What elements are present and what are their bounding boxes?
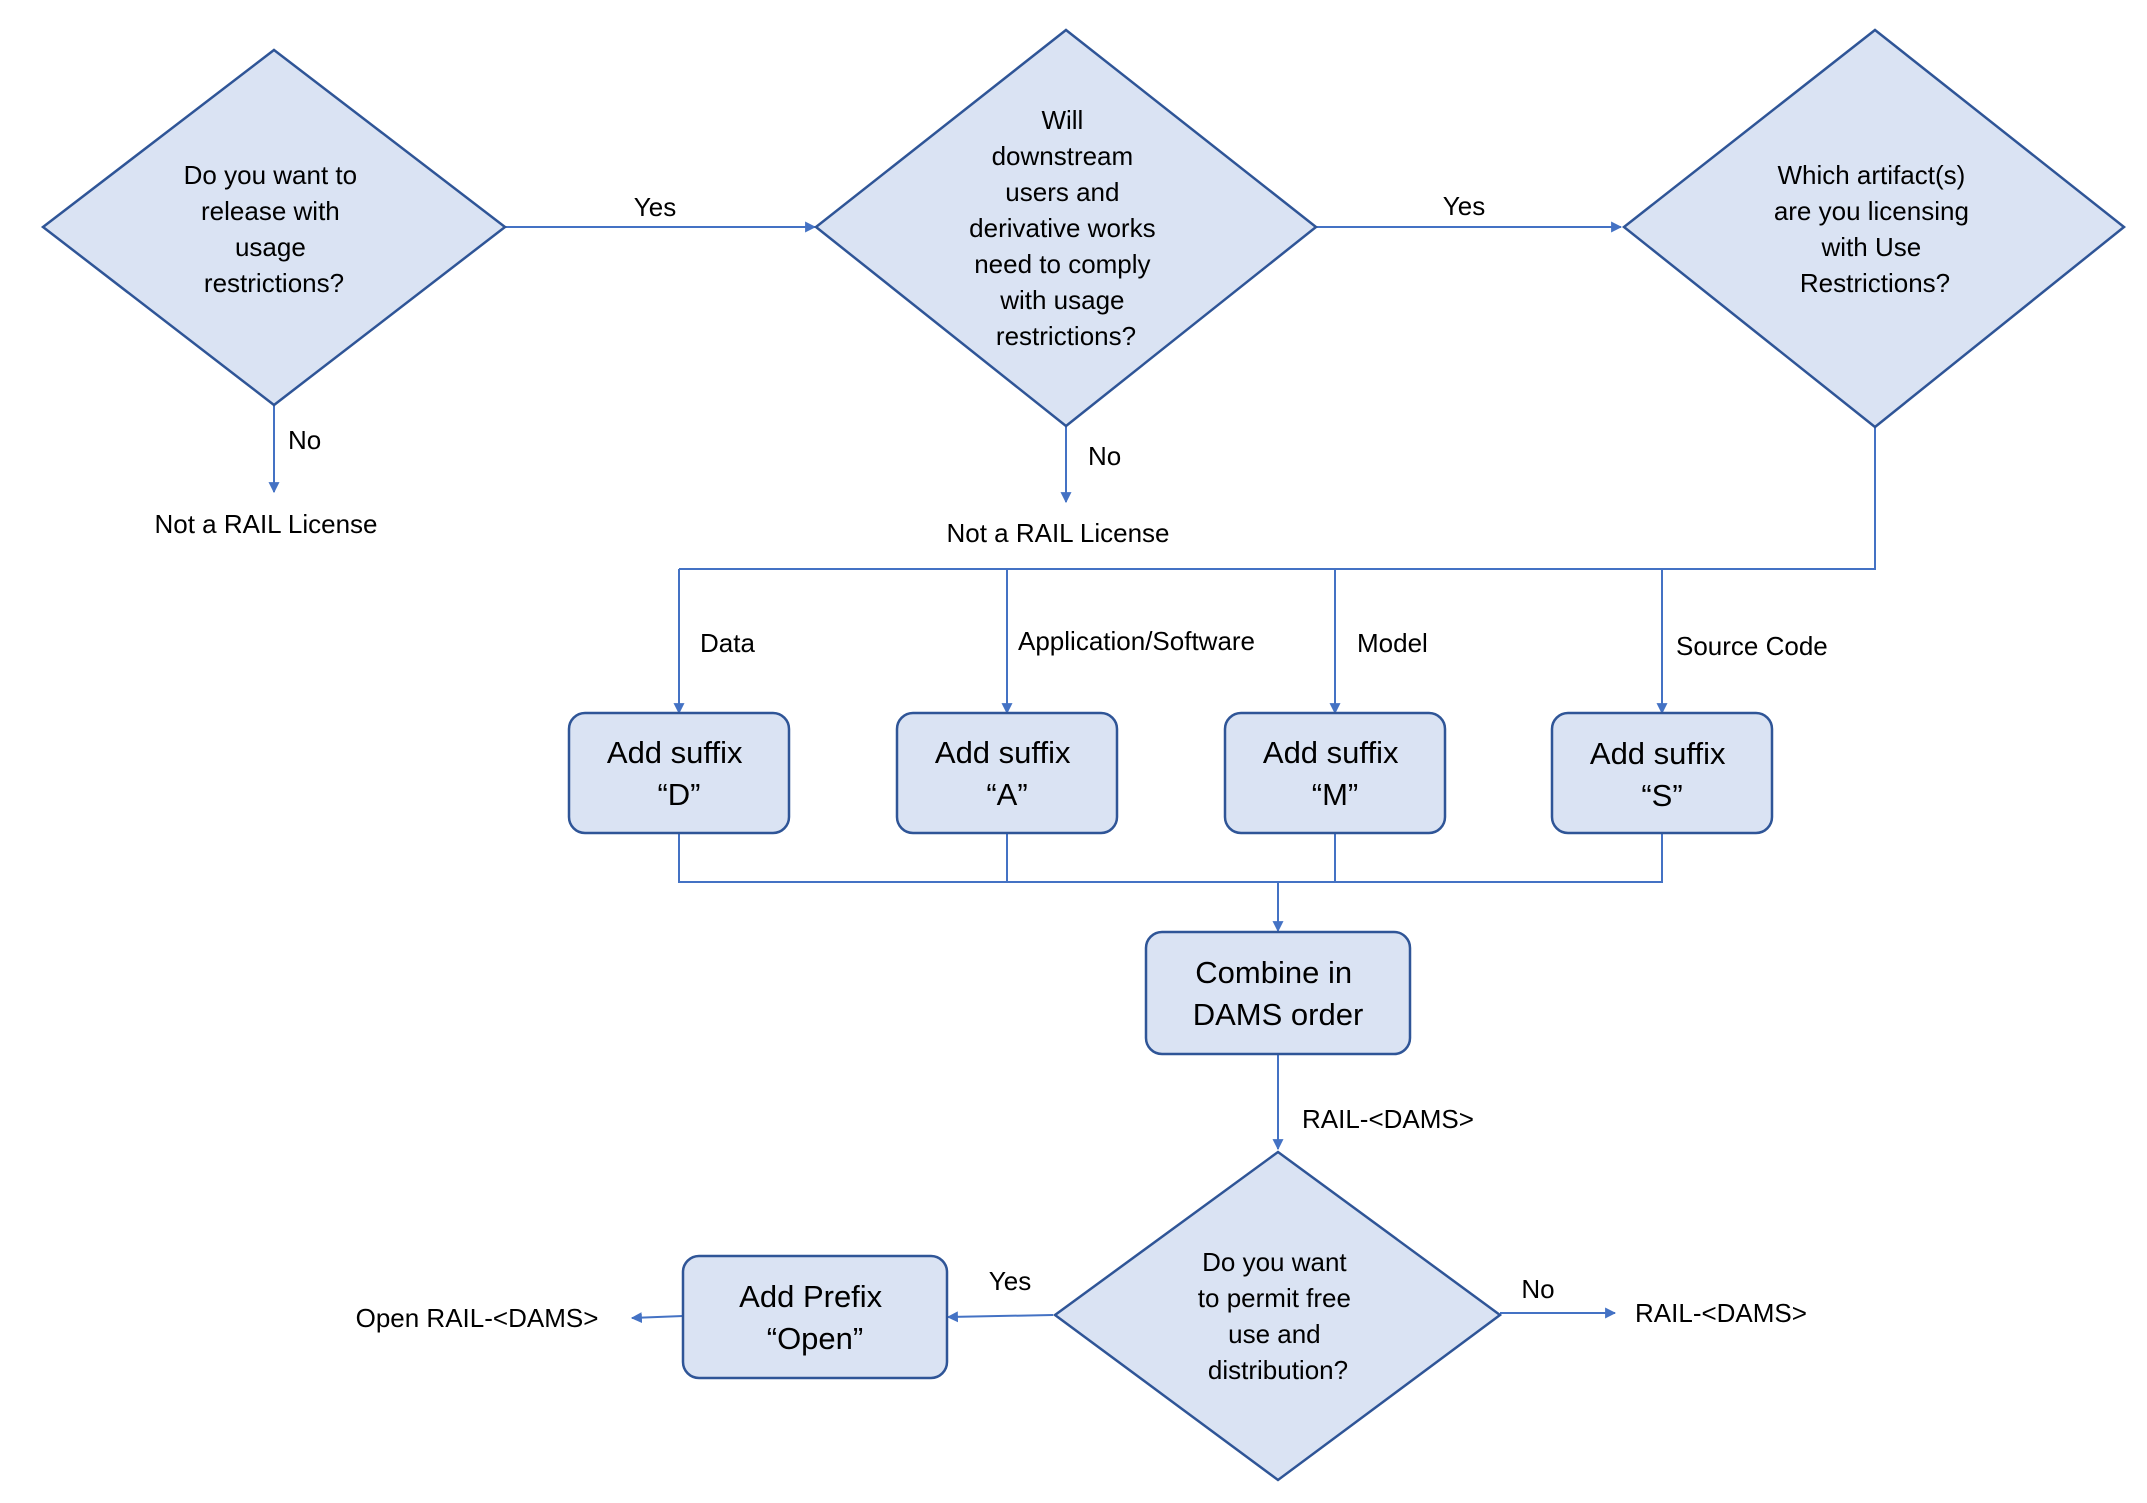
outcomes: Not a RAIL License Not a RAIL License RA… — [154, 509, 1807, 1333]
edge-label-source-code: Source Code — [1676, 631, 1828, 661]
decision-line: users and — [1005, 177, 1119, 207]
process-line: “D” — [657, 777, 700, 812]
edge-label-d4-yes: Yes — [989, 1266, 1031, 1296]
decision-diamond — [40, 48, 508, 407]
process-box — [895, 711, 1119, 835]
process-box — [567, 711, 791, 835]
connector-d4-yes — [946, 1311, 1054, 1323]
decision-line: derivative works — [969, 213, 1155, 243]
process-text: Add Prefix “Open” — [739, 1279, 891, 1356]
process-suffix-m: Add suffix “M” — [1223, 711, 1447, 835]
process-suffix-s: Add suffix “S” — [1550, 711, 1774, 835]
process-box — [1550, 711, 1774, 835]
process-box — [1223, 711, 1447, 835]
outcome-not-rail-2: Not a RAIL License — [946, 518, 1169, 548]
process-line: Combine in — [1195, 955, 1352, 990]
process-line: Add suffix — [935, 735, 1071, 770]
decision-line: use and — [1228, 1319, 1321, 1349]
process-text: Add suffix “A” — [935, 735, 1079, 812]
process-text: Add suffix “S” — [1590, 736, 1734, 813]
decision-line: release with — [201, 196, 340, 226]
process-line: Add suffix — [607, 735, 743, 770]
decision-line: usage — [235, 232, 306, 262]
process-add-prefix: Add Prefix “Open” — [681, 1254, 949, 1380]
process-line: Add Prefix — [739, 1279, 883, 1314]
decision-line: distribution? — [1208, 1355, 1348, 1385]
process-text: Add suffix “D” — [607, 735, 751, 812]
process-line: DAMS order — [1193, 997, 1364, 1032]
connector-prefix-out — [630, 1312, 684, 1324]
process-line: “Open” — [767, 1321, 863, 1356]
process-text: Add suffix “M” — [1263, 735, 1407, 812]
edge-label-combine-output: RAIL-<DAMS> — [1302, 1104, 1474, 1134]
connector-suffix-bus — [678, 833, 1663, 883]
decision-line: with usage — [999, 285, 1124, 315]
decision-text: Which artifact(s) are you licensing with… — [1774, 160, 1976, 298]
edge-label-d1-yes: Yes — [634, 192, 676, 222]
edge-label-d4-no: No — [1521, 1274, 1554, 1304]
decision-line: restrictions? — [996, 321, 1136, 351]
process-text: Combine in DAMS order — [1193, 955, 1364, 1032]
edge-label-model: Model — [1357, 628, 1428, 658]
decision-diamond — [1621, 28, 2127, 429]
decision-line: Do you want — [1202, 1247, 1347, 1277]
process-suffix-a: Add suffix “A” — [895, 711, 1119, 835]
edge-label-data: Data — [700, 628, 755, 658]
decision-line: restrictions? — [204, 268, 344, 298]
decision-line: to permit free — [1198, 1283, 1351, 1313]
outcome-rail-dams: RAIL-<DAMS> — [1635, 1298, 1807, 1328]
edge-label-d2-no: No — [1088, 441, 1121, 471]
decision-release-restrictions: Do you want to release with usage restri… — [40, 48, 508, 407]
outcome-not-rail-1: Not a RAIL License — [154, 509, 377, 539]
decision-line: Do you want to — [184, 160, 357, 190]
process-line: Add suffix — [1590, 736, 1726, 771]
process-line: “S” — [1641, 778, 1682, 813]
decision-text: Do you want to permit free use and distr… — [1198, 1247, 1358, 1385]
process-box — [681, 1254, 949, 1380]
decision-text: Do you want to release with usage restri… — [184, 160, 365, 298]
connectors — [268, 221, 1876, 1324]
outcome-open-rail-dams: Open RAIL-<DAMS> — [356, 1303, 599, 1333]
decision-line: Will — [1041, 105, 1083, 135]
process-combine: Combine in DAMS order — [1144, 930, 1412, 1056]
process-line: “M” — [1312, 777, 1358, 812]
decision-line: with Use — [1821, 232, 1922, 262]
decision-diamond — [1052, 1150, 1503, 1482]
edge-label-d1-no: No — [288, 425, 321, 455]
decision-free-use: Do you want to permit free use and distr… — [1052, 1150, 1503, 1482]
decision-text: Will downstream users and derivative wor… — [969, 105, 1163, 351]
decision-diamond — [813, 28, 1319, 428]
decision-line: downstream — [992, 141, 1134, 171]
process-box — [1144, 930, 1412, 1056]
decision-downstream-comply: Will downstream users and derivative wor… — [813, 28, 1319, 428]
edge-labels: Yes No Yes No Data Application/Software … — [288, 191, 1828, 1304]
connector-d3-to-bus — [679, 427, 1876, 570]
decision-which-artifacts: Which artifact(s) are you licensing with… — [1621, 28, 2127, 429]
process-line: Add suffix — [1263, 735, 1399, 770]
decision-line: need to comply — [974, 249, 1150, 279]
decision-line: Restrictions? — [1800, 268, 1950, 298]
decision-line: are you licensing — [1774, 196, 1969, 226]
edge-label-application: Application/Software — [1018, 626, 1255, 656]
edge-label-d2-yes: Yes — [1443, 191, 1485, 221]
process-line: “A” — [986, 777, 1027, 812]
process-suffix-d: Add suffix “D” — [567, 711, 791, 835]
decision-line: Which artifact(s) — [1777, 160, 1965, 190]
